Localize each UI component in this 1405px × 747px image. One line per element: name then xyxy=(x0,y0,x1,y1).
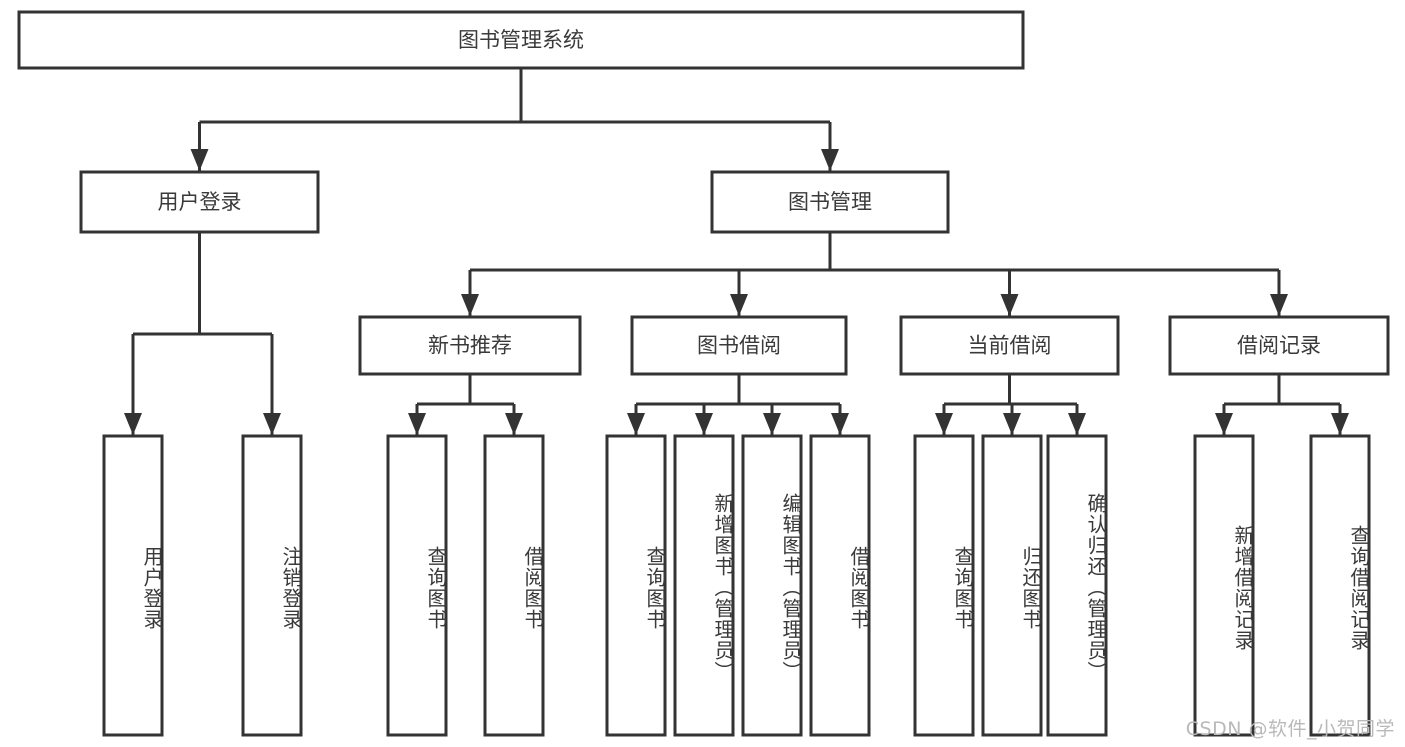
arrow-head-icon xyxy=(1000,294,1019,316)
arrow-head-icon xyxy=(1270,294,1288,316)
nodes-layer xyxy=(17,10,1390,737)
node-box-leaf-add-book[interactable] xyxy=(673,434,735,737)
node-box-leaf-add-record[interactable] xyxy=(1193,434,1255,737)
arrow-head-icon xyxy=(695,413,713,435)
node-box-leaf-borrow-book-2[interactable] xyxy=(809,434,871,737)
arrow-head-icon xyxy=(1331,413,1349,435)
arrow-head-icon xyxy=(190,149,209,171)
node-label-book-borrow: 图书借阅 xyxy=(697,334,781,358)
node-label-root: 图书管理系统 xyxy=(458,28,584,52)
node-box-root[interactable] xyxy=(17,10,1025,70)
node-box-leaf-return-book[interactable] xyxy=(981,434,1043,737)
arrow-head-icon xyxy=(730,294,748,316)
watermark-text: CSDN @软件_小贺同学 xyxy=(1185,718,1395,740)
node-box-leaf-query-book-1[interactable] xyxy=(386,434,448,737)
node-label-borrow-record: 借阅记录 xyxy=(1237,334,1321,358)
node-label-user-login: 用户登录 xyxy=(158,190,242,214)
arrow-head-icon xyxy=(263,413,281,435)
node-label-current-borrow: 当前借阅 xyxy=(968,334,1052,358)
connectors-layer xyxy=(124,68,1349,435)
arrow-head-icon xyxy=(831,413,849,435)
node-box-new-book-recommend[interactable] xyxy=(358,315,582,376)
arrow-head-icon xyxy=(627,413,645,435)
node-box-leaf-edit-book[interactable] xyxy=(741,434,803,737)
arrow-head-icon xyxy=(1215,413,1233,435)
node-box-leaf-user-login[interactable] xyxy=(102,434,164,737)
node-box-leaf-confirm-return[interactable] xyxy=(1046,434,1108,737)
arrow-head-icon xyxy=(821,149,839,171)
node-box-borrow-record[interactable] xyxy=(1168,315,1390,376)
node-label-book-manage: 图书管理 xyxy=(788,190,872,214)
arrow-head-icon xyxy=(1068,413,1086,435)
node-label-new-book-recommend: 新书推荐 xyxy=(428,334,512,358)
arrow-head-icon xyxy=(763,413,781,435)
arrow-head-icon xyxy=(461,294,479,316)
node-box-current-borrow[interactable] xyxy=(899,315,1120,376)
node-box-leaf-logout[interactable] xyxy=(241,434,303,737)
arrow-head-icon xyxy=(505,413,523,435)
arrow-head-icon xyxy=(124,413,142,435)
arrow-head-icon xyxy=(1003,413,1021,435)
node-box-leaf-query-book-3[interactable] xyxy=(913,434,975,737)
node-box-leaf-borrow-book-1[interactable] xyxy=(483,434,545,737)
arrow-head-icon xyxy=(935,413,953,435)
node-box-book-borrow[interactable] xyxy=(630,315,848,376)
node-box-leaf-query-book-2[interactable] xyxy=(605,434,667,737)
node-box-book-manage[interactable] xyxy=(710,170,950,234)
node-box-user-login[interactable] xyxy=(79,170,320,234)
arrow-head-icon xyxy=(408,413,426,435)
node-box-leaf-query-record[interactable] xyxy=(1309,434,1371,737)
